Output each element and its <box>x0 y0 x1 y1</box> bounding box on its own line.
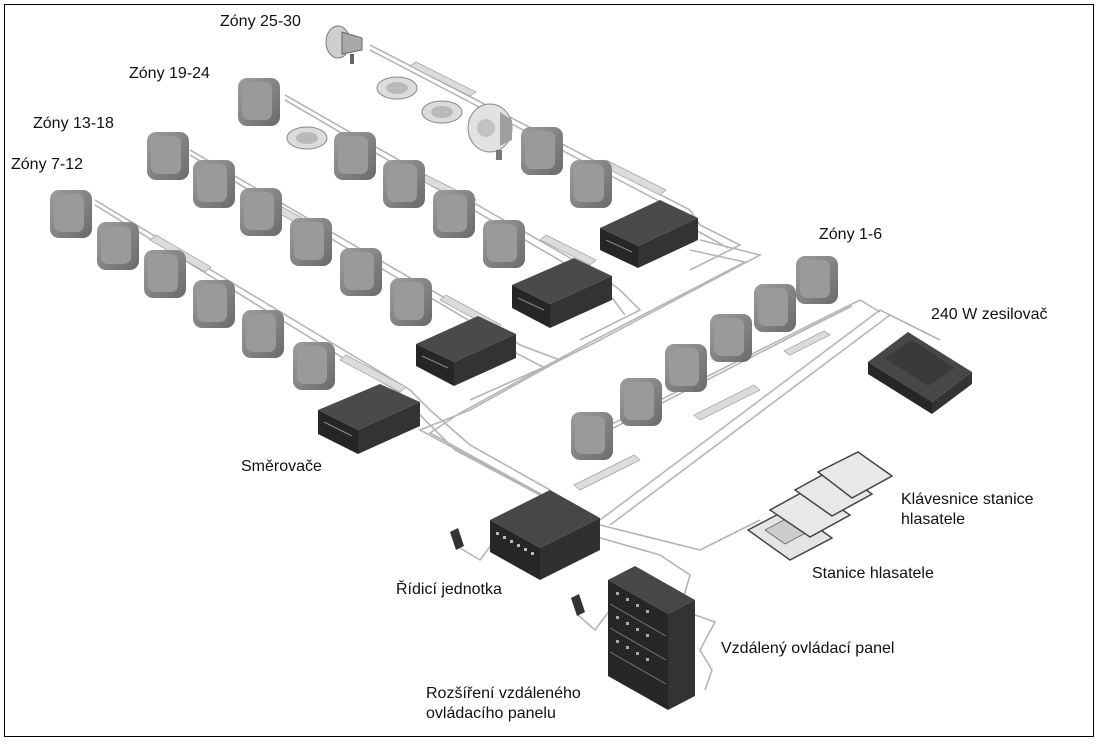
power-adapter-icon <box>450 528 464 550</box>
label-call-station: Stanice hlasatele <box>812 565 934 582</box>
box-speaker-icon <box>238 78 280 126</box>
box-speaker-icon <box>240 188 282 236</box>
speakers-box <box>50 78 838 460</box>
ceiling-speaker-icon <box>286 126 328 150</box>
horn-speaker-icon <box>325 25 363 64</box>
box-speaker-icon <box>665 344 707 392</box>
cable-rack-side <box>694 614 717 691</box>
cable-controller-to-remote <box>589 534 691 611</box>
box-speaker-icon <box>334 132 376 180</box>
label-remote-extension-line2: ovládacího panelu <box>426 705 556 722</box>
label-keypads: Klávesnice stanice hlasatele <box>901 490 1081 530</box>
rack-panel-icon <box>608 566 695 710</box>
label-routers: Směrovače <box>241 458 322 475</box>
box-speaker-icon <box>571 412 613 460</box>
cable-controller-to-call-station <box>599 519 761 551</box>
label-keypads-line1: Klávesnice stanice <box>901 491 1034 508</box>
label-zones-25-30: Zóny 25-30 <box>220 13 301 30</box>
cable-row-1-6 <box>599 299 881 431</box>
box-speaker-icon <box>433 190 475 238</box>
projector-speaker-icon <box>467 103 513 160</box>
label-remote-extension: Rozšíření vzdáleného ovládacího panelu <box>426 684 626 724</box>
bundle-1-6 <box>573 454 641 491</box>
cable-runs <box>94 44 941 691</box>
box-speaker-icon <box>340 248 382 296</box>
bundle-1-6-3 <box>783 330 831 356</box>
label-zones-7-12: Zóny 7-12 <box>11 156 84 173</box>
box-speaker-icon <box>193 280 235 328</box>
cable-row-25-30 <box>369 44 742 271</box>
keypad-icon <box>768 487 852 538</box>
cable-controller-to-amplifier-b <box>609 314 941 526</box>
router-icon <box>416 316 516 386</box>
box-speaker-icon <box>293 342 335 390</box>
box-speaker-icon <box>97 222 139 270</box>
diagram-frame <box>4 4 1094 737</box>
power-adapter-icon <box>571 594 585 616</box>
label-zones-19-24: Zóny 19-24 <box>129 65 210 82</box>
box-speaker-icon <box>193 160 235 208</box>
box-speaker-icon <box>754 284 796 332</box>
label-amplifier: 240 W zesilovač <box>931 306 1048 323</box>
cable-routers-to-controller <box>418 239 763 506</box>
bundle-7-12-2 <box>339 354 407 393</box>
bundle-19-24-2 <box>539 234 597 266</box>
ceiling-speaker-icon <box>376 76 418 100</box>
box-speaker-icon <box>620 378 662 426</box>
box-speaker-icon <box>242 310 284 358</box>
controller-icon <box>490 490 600 580</box>
cable-row-7-12 <box>94 199 551 491</box>
label-keypads-line2: hlasatele <box>901 511 966 528</box>
cable-routers-to-controller-b <box>428 249 748 511</box>
bundle-25-30 <box>409 61 477 97</box>
ceiling-speaker-icon <box>421 100 463 124</box>
bundle-1-6-2 <box>693 384 761 421</box>
keypad-icon <box>816 451 894 499</box>
cable-row-1-6-b <box>589 305 853 441</box>
box-speaker-icon <box>390 278 432 326</box>
label-zones-13-18: Zóny 13-18 <box>33 115 114 132</box>
router-icon <box>512 258 612 328</box>
box-speaker-icon <box>483 220 525 268</box>
label-remote-panel: Vzdálený ovládací panel <box>721 640 895 657</box>
box-speaker-icon <box>570 160 612 208</box>
box-speaker-icon <box>147 132 189 180</box>
box-speaker-icon <box>383 160 425 208</box>
router-icon <box>318 384 420 454</box>
box-speaker-icon <box>50 190 92 238</box>
cable-row-19-24 <box>284 94 642 341</box>
box-speaker-icon <box>290 218 332 266</box>
cable-row-13-18 <box>189 149 563 401</box>
box-speaker-icon <box>796 256 838 304</box>
box-speaker-icon <box>521 127 563 175</box>
router-icon <box>600 200 698 268</box>
label-zones-1-6: Zóny 1-6 <box>819 226 883 243</box>
cable-adapter-rack <box>577 609 611 632</box>
box-speaker-icon <box>710 314 752 362</box>
amplifier-icon <box>868 332 972 414</box>
box-speaker-icon <box>144 250 186 298</box>
label-remote-extension-line1: Rozšíření vzdáleného <box>426 685 581 702</box>
label-controller: Řídicí jednotka <box>396 581 502 598</box>
